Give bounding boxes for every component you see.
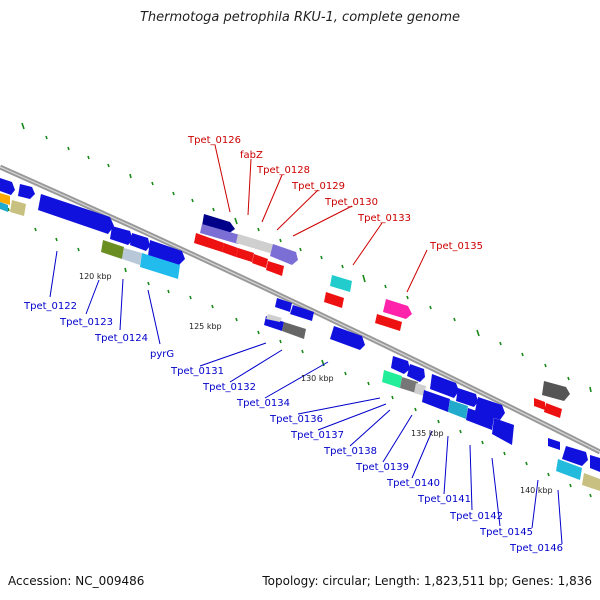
gene-label[interactable]: Tpet_0122 — [23, 301, 77, 312]
gene-label[interactable]: Tpet_0136 — [269, 414, 323, 425]
gene-label[interactable]: Tpet_0140 — [386, 478, 440, 489]
gene-label[interactable]: Tpet_0138 — [323, 446, 377, 457]
forward-genes — [0, 178, 570, 401]
bottom-leader-lines — [49, 250, 563, 545]
kbp-label-125: 125 kbp — [189, 322, 222, 331]
reverse-genes — [0, 193, 600, 491]
genome-summary-text: Topology: circular; Length: 1,823,511 bp… — [262, 574, 592, 588]
gene-label[interactable]: Tpet_0130 — [324, 197, 378, 208]
gene-label[interactable]: Tpet_0142 — [449, 511, 503, 522]
top-gene-labels: Tpet_0126 fabZ Tpet_0128 Tpet_0129 Tpet_… — [187, 135, 483, 252]
accession-text: Accession: NC_009486 — [8, 574, 145, 588]
gene-label[interactable]: Tpet_0124 — [94, 333, 148, 344]
kbp-scale: 120 kbp 125 kbp 130 kbp 135 kbp 140 kbp — [79, 272, 553, 495]
kbp-label-130: 130 kbp — [301, 374, 334, 383]
gene-label[interactable]: fabZ — [240, 150, 263, 161]
gene-label[interactable]: Tpet_0131 — [170, 366, 224, 377]
kbp-label-135: 135 kbp — [411, 429, 444, 438]
gene-label[interactable]: Tpet_0126 — [187, 135, 241, 146]
kbp-label-120: 120 kbp — [79, 272, 112, 281]
gene-label[interactable]: Tpet_0132 — [202, 382, 256, 393]
map-title: Thermotoga petrophila RKU-1, complete ge… — [139, 10, 461, 25]
top-leader-lines — [214, 144, 428, 293]
gene-label[interactable]: Tpet_0135 — [429, 241, 483, 252]
bottom-gene-labels: Tpet_0122 Tpet_0123 Tpet_0124 pyrG Tpet_… — [23, 301, 563, 554]
gene-label[interactable]: Tpet_0123 — [59, 317, 113, 328]
gene-label[interactable]: Tpet_0129 — [291, 181, 345, 192]
gene-label[interactable]: pyrG — [150, 349, 174, 360]
gene-label[interactable]: Tpet_0134 — [236, 398, 290, 409]
gene-label[interactable]: Tpet_0139 — [355, 462, 409, 473]
gene-label[interactable]: Tpet_0146 — [509, 543, 563, 554]
gene-label[interactable]: Tpet_0137 — [290, 430, 344, 441]
tick-marks — [7, 122, 592, 498]
gene-label[interactable]: Tpet_0128 — [256, 165, 310, 176]
gene-label[interactable]: Tpet_0133 — [357, 213, 411, 224]
gene-label[interactable]: Tpet_0145 — [479, 527, 533, 538]
kbp-label-140: 140 kbp — [520, 486, 553, 495]
backbone — [0, 164, 600, 455]
gene-label[interactable]: Tpet_0141 — [417, 494, 471, 505]
